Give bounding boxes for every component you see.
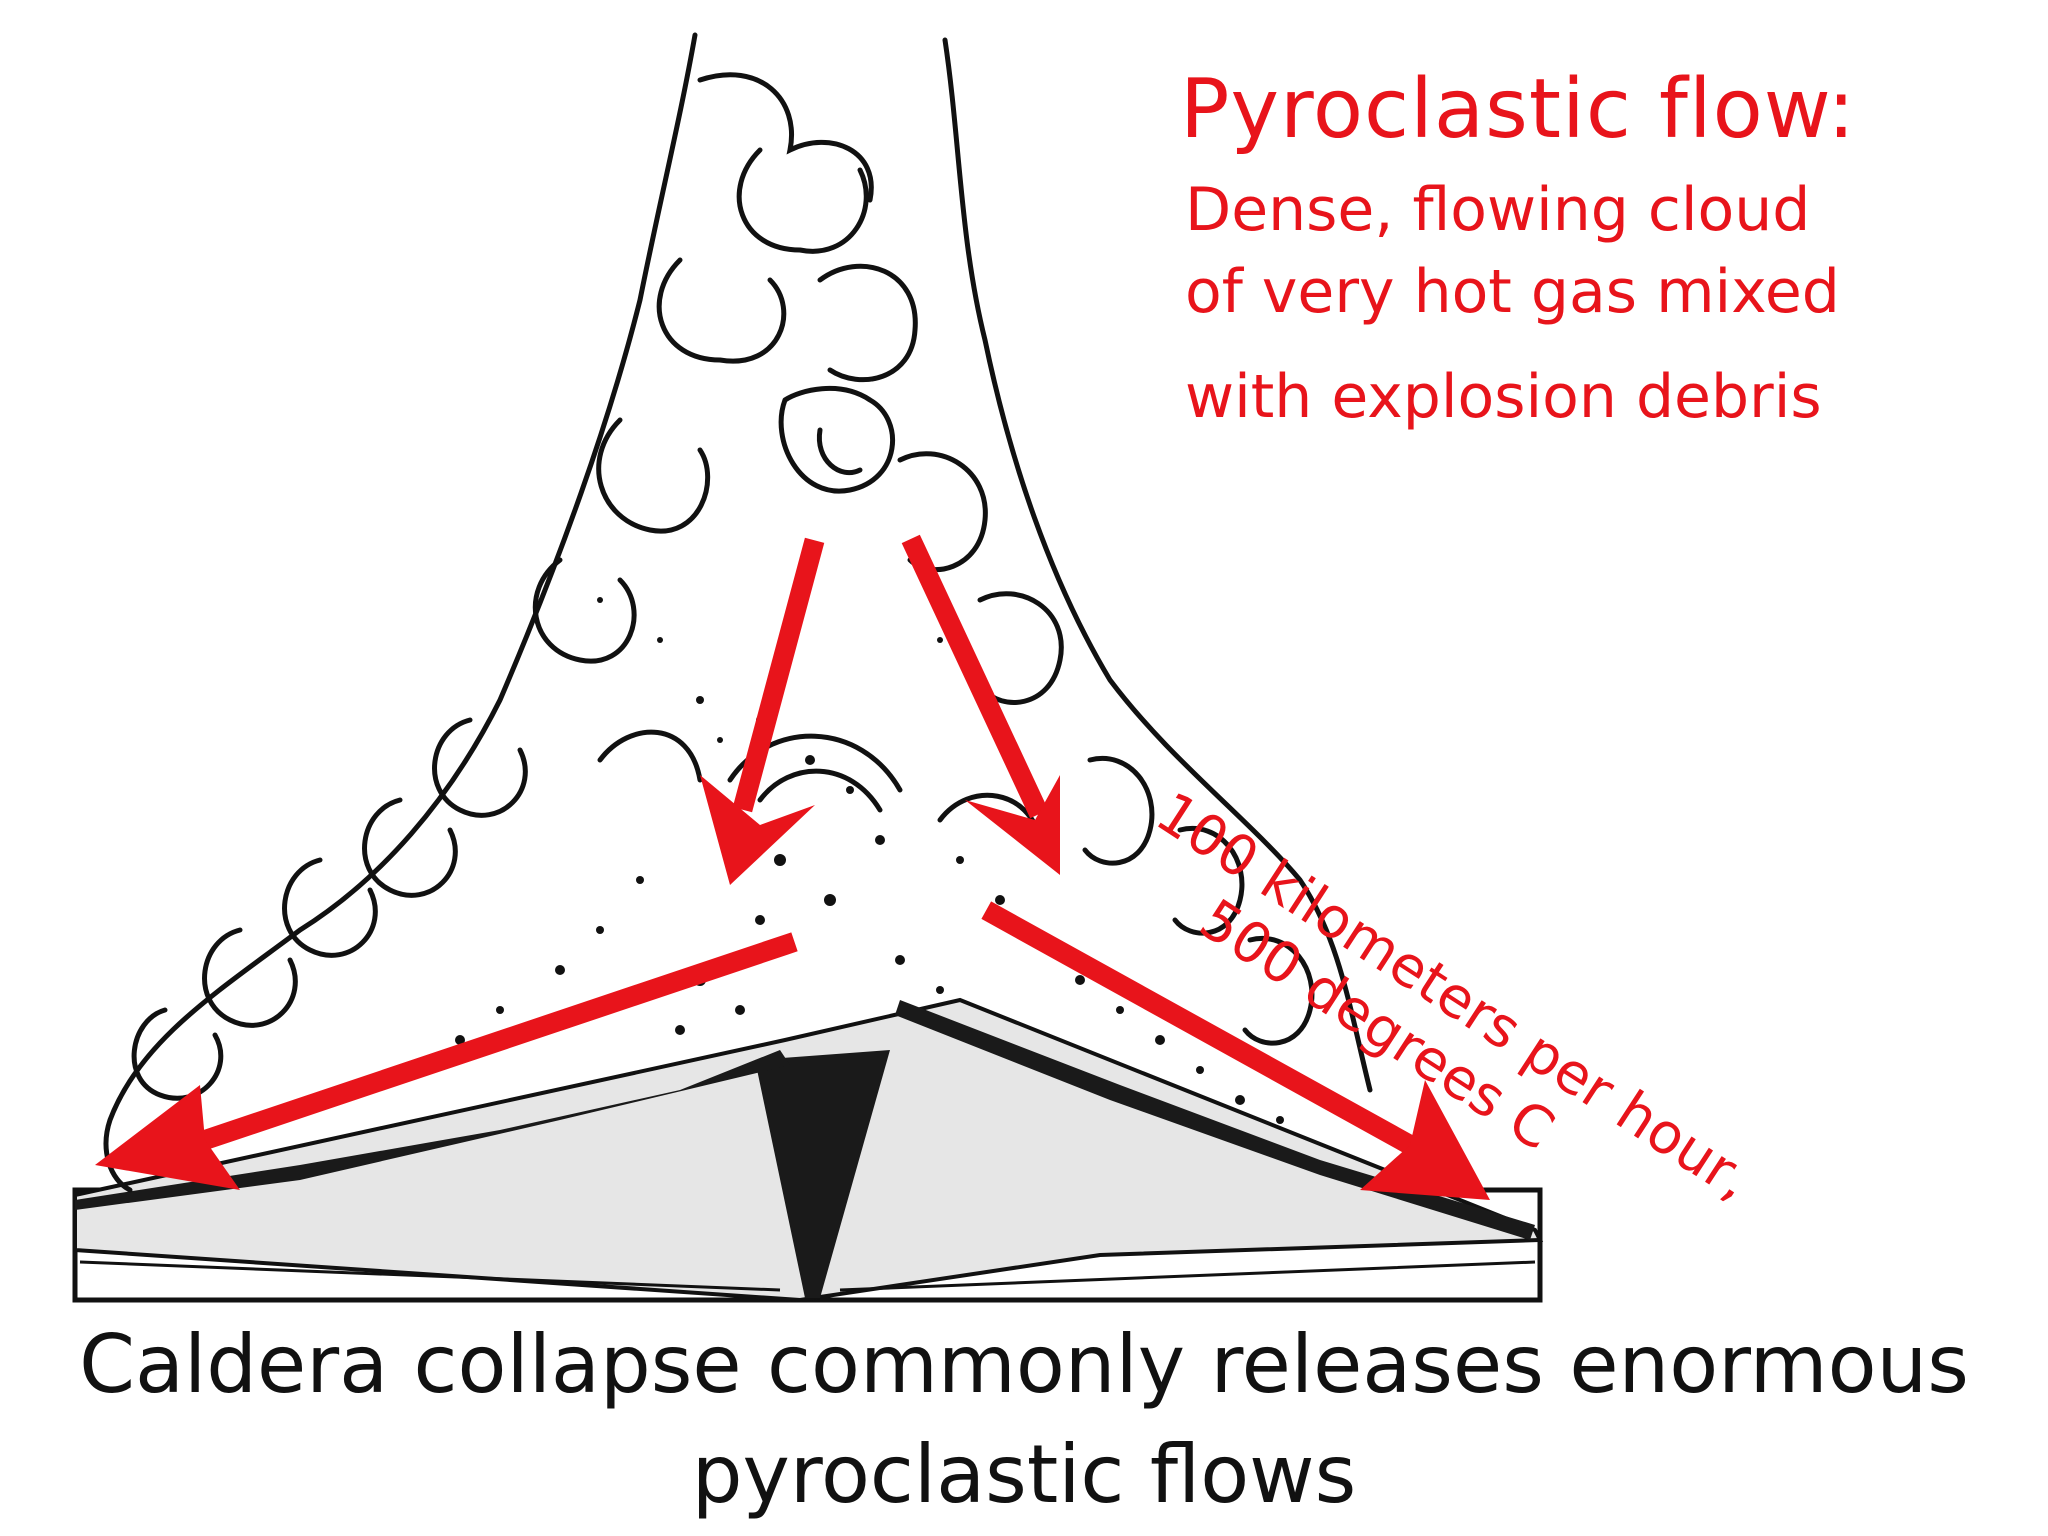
caption-line-2: pyroclastic flows [0, 1420, 2048, 1530]
definition-line-2: of very hot gas mixed [1185, 257, 1840, 327]
caption-line-1: Caldera collapse commonly releases enorm… [0, 1310, 2048, 1420]
column-left-edge [106, 35, 695, 1190]
arrow-left-downward [700, 550, 815, 885]
ground-layer [75, 1000, 1540, 1300]
definition-line-3: with explosion debris [1185, 362, 1822, 432]
definition-title: Pyroclastic flow: [1180, 62, 1856, 157]
caption: Caldera collapse commonly releases enorm… [0, 1310, 2048, 1530]
definition-line-1: Dense, flowing cloud [1185, 175, 1810, 245]
